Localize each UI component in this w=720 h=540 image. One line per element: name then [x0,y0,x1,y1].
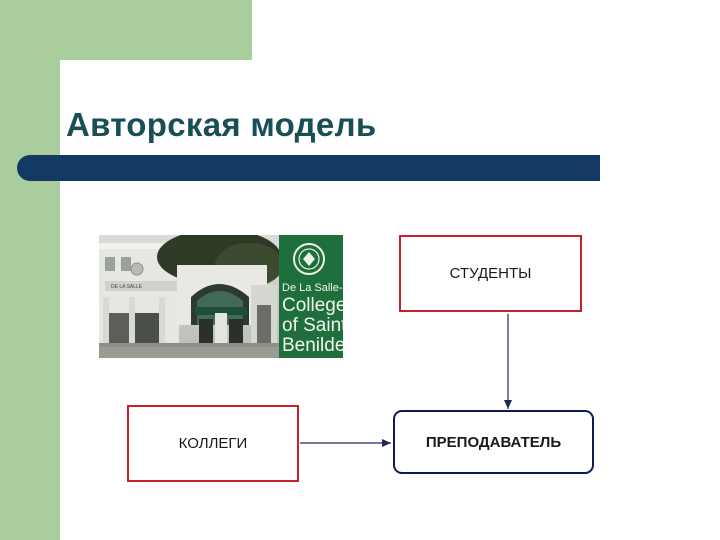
logo-line-3: of Saint [282,315,343,336]
node-teacher: ПРЕПОДАВАТЕЛЬ [393,410,594,474]
accent-bar-left [0,0,60,540]
slide-title: Авторская модель [66,106,377,143]
node-students: СТУДЕНТЫ [399,235,582,312]
node-colleagues: КОЛЛЕГИ [127,405,299,482]
building-sign: DE LA SALLE [111,284,143,290]
title-underline-bar [17,155,600,181]
content-corner [60,60,140,140]
logo-line-2: College [282,295,343,316]
college-photo: DE LA SALLE [99,235,343,358]
accent-bar-top [0,0,252,60]
logo-line-1: De La Salle- [282,282,343,294]
college-photo-image: DE LA SALLE [99,235,343,358]
logo-line-4: Benilde [282,335,343,356]
